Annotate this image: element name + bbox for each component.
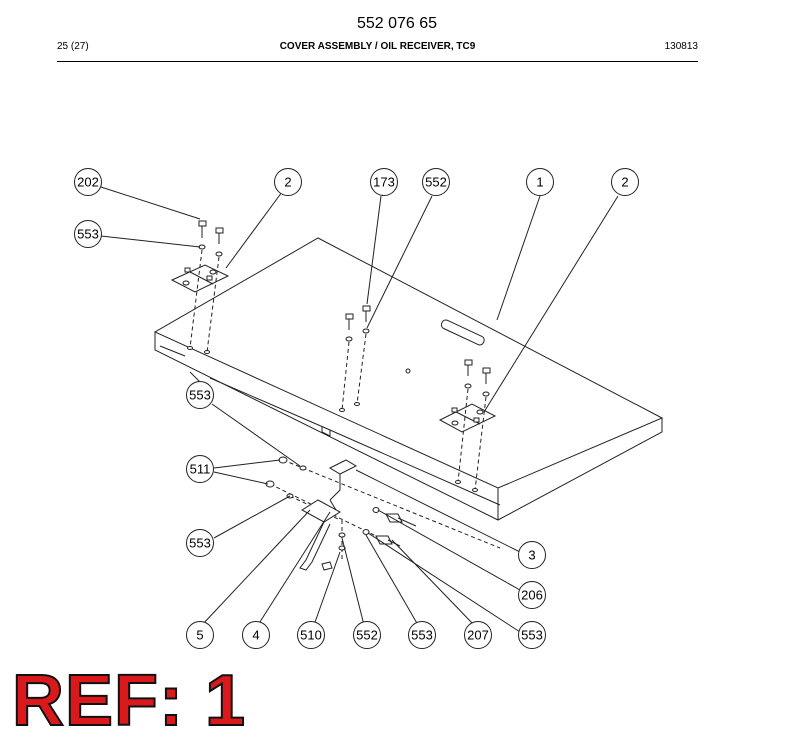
callout-circle — [353, 621, 381, 649]
bolts-hinge-left — [198, 220, 224, 257]
callout-202: 202 — [74, 168, 102, 196]
callout-circle — [370, 168, 398, 196]
callout-number: 206 — [521, 588, 543, 603]
hinge-left — [170, 264, 230, 293]
callout-552: 552 — [353, 621, 381, 649]
callout-number: 4 — [252, 628, 259, 643]
callout-1: 1 — [526, 168, 554, 196]
callout-circle — [186, 381, 214, 409]
callout-circle — [422, 168, 450, 196]
document-date: 130813 — [664, 41, 698, 52]
callout-number: 553 — [411, 628, 433, 643]
bolts-center — [345, 305, 371, 342]
callout-circle — [464, 621, 492, 649]
cover-plate — [153, 237, 664, 521]
callout-number: 552 — [425, 175, 447, 190]
callout-number: 553 — [189, 388, 211, 403]
callout-circle — [518, 621, 546, 649]
callout-circle — [297, 621, 325, 649]
callout-circle — [74, 168, 102, 196]
callout-circle — [611, 168, 639, 196]
callout-552: 552 — [422, 168, 450, 196]
bolts-hinge-right — [464, 359, 491, 397]
leader-lines — [100, 186, 619, 633]
callout-number: 553 — [189, 536, 211, 551]
callout-number: 552 — [356, 628, 378, 643]
callout-circle — [242, 621, 270, 649]
callout-circle — [186, 621, 214, 649]
callout-circle — [518, 581, 546, 609]
callout-553: 553 — [186, 381, 214, 409]
callout-number: 511 — [190, 462, 211, 477]
reference-label: REF: 1 — [11, 661, 247, 741]
callout-4: 4 — [242, 621, 270, 649]
callout-173: 173 — [370, 168, 398, 196]
callout-2: 2 — [611, 168, 639, 196]
document-title: COVER ASSEMBLY / OIL RECEIVER, TC9 — [279, 41, 476, 52]
callout-circle — [186, 455, 214, 483]
callout-number: 2 — [621, 175, 628, 190]
callout-number: 202 — [77, 175, 99, 190]
callout-2: 2 — [274, 168, 302, 196]
callout-number: 207 — [467, 628, 489, 643]
callout-circle — [74, 220, 102, 248]
callout-207: 207 — [464, 621, 492, 649]
callout-553: 553 — [186, 529, 214, 557]
callout-number: 510 — [300, 628, 322, 643]
callout-circle — [408, 621, 436, 649]
callout-553: 553 — [74, 220, 102, 248]
callout-circle — [274, 168, 302, 196]
callout-circle — [518, 541, 546, 569]
plate-holes — [187, 346, 478, 492]
callout-3: 3 — [518, 541, 546, 569]
callout-5: 5 — [186, 621, 214, 649]
callout-511: 511 — [186, 455, 214, 483]
callout-553: 553 — [518, 621, 546, 649]
callout-510: 510 — [297, 621, 325, 649]
callout-number: 553 — [521, 628, 543, 643]
callout-206: 206 — [518, 581, 546, 609]
callout-number: 5 — [196, 628, 203, 643]
callout-number: 2 — [284, 175, 291, 190]
small-fasteners — [265, 456, 417, 571]
header-divider — [57, 61, 698, 62]
page-indicator: 25 (27) — [57, 41, 89, 52]
hinge-right — [438, 403, 497, 433]
callout-circle — [186, 529, 214, 557]
callout-number: 1 — [536, 175, 543, 190]
callout-number: 553 — [77, 227, 99, 242]
callout-number: 3 — [528, 548, 535, 563]
callout-553: 553 — [408, 621, 436, 649]
callout-number: 173 — [373, 175, 395, 190]
assembly-centerlines — [189, 249, 501, 560]
callout-circle — [526, 168, 554, 196]
document-number: 552 076 65 — [356, 15, 438, 32]
bracket-assembly — [299, 459, 358, 571]
